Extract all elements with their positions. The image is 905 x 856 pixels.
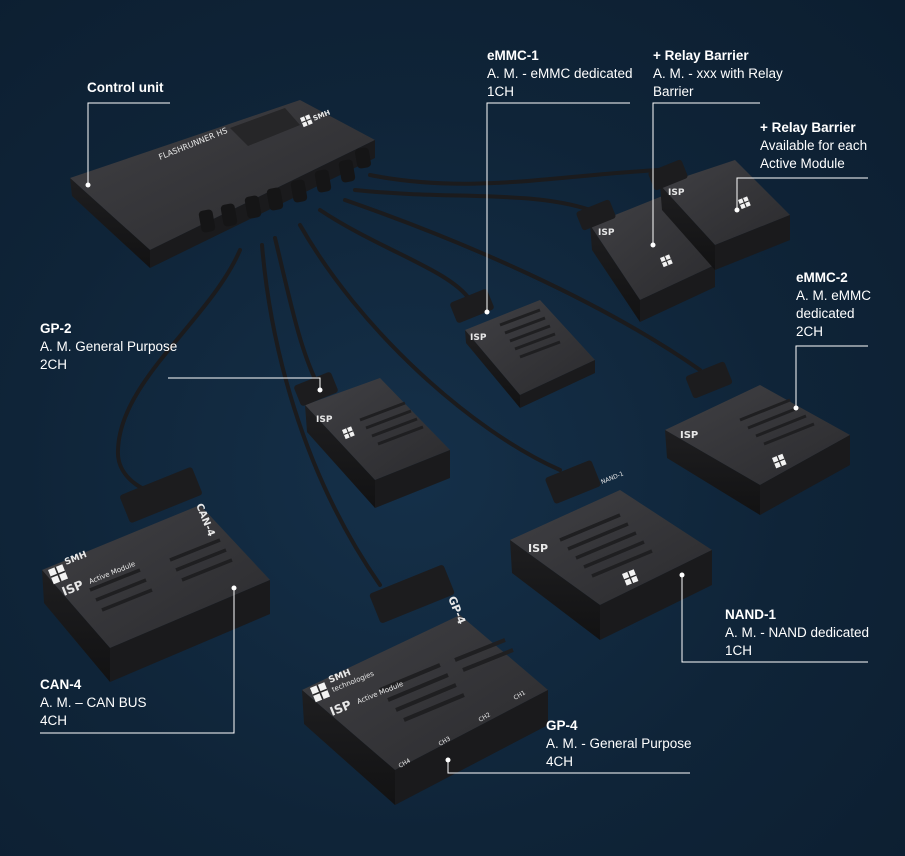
module-gp2: ISP: [294, 372, 450, 508]
relay2-isp-text: ISP: [668, 188, 685, 198]
nand1-isp-text: ISP: [528, 542, 548, 555]
cable-relay1: [353, 188, 592, 212]
label-relay2-desc: Available for each Active Module: [760, 138, 868, 171]
label-relay1: + Relay Barrier A. M. - xxx with Relay B…: [653, 47, 783, 101]
leader-gp2: [168, 377, 321, 390]
label-gp2: GP-2 A. M. General Purpose 2CH: [40, 320, 177, 374]
label-relay1-desc: A. M. - xxx with Relay Barrier: [653, 66, 783, 99]
cable-emmc1: [318, 208, 472, 302]
cable-gp2: [273, 236, 320, 387]
module-emmc1: ISP: [450, 289, 595, 408]
gp2-isp-text: ISP: [316, 415, 333, 425]
label-emmc2: eMMC-2 A. M. eMMC dedicated 2CH: [796, 269, 871, 341]
cable-emmc2: [343, 198, 702, 372]
cable-relay2: [368, 168, 662, 186]
leader-gp4: [447, 760, 690, 774]
leader-relay2: [736, 177, 868, 210]
module-relay2: ISP: [648, 159, 790, 270]
label-nand1-title: NAND-1: [725, 607, 777, 622]
module-nand1: ISP NAND-1: [510, 460, 712, 640]
label-emmc2-title: eMMC-2: [796, 270, 848, 285]
label-nand1: NAND-1 A. M. - NAND dedicated 1CH: [725, 606, 869, 660]
cable-gp4: [260, 243, 382, 587]
leader-control: [87, 102, 170, 185]
leader-relay1: [652, 102, 760, 245]
label-nand1-desc: A. M. - NAND dedicated 1CH: [725, 625, 870, 658]
leader-emmc1: [486, 102, 630, 312]
leader-emmc2: [795, 345, 868, 408]
control-unit: FLASHRUNNER HS SMH: [70, 100, 375, 268]
label-can4-desc: A. M. – CAN BUS 4CH: [40, 695, 147, 728]
leader-lines: [40, 102, 868, 774]
label-emmc1-title: eMMC-1: [487, 48, 539, 63]
label-gp2-desc: A. M. General Purpose 2CH: [40, 339, 178, 372]
label-gp2-title: GP-2: [40, 321, 72, 336]
label-can4-title: CAN-4: [40, 677, 82, 692]
leader-nand1: [681, 575, 868, 663]
label-gp4-title: GP-4: [546, 718, 578, 733]
relay1-isp-text: ISP: [598, 228, 615, 238]
label-relay2-title: + Relay Barrier: [760, 120, 856, 135]
label-emmc1: eMMC-1 A. M. - eMMC dedicated 1CH: [487, 47, 633, 101]
module-can4: CAN-4 SMH ISP Active Module: [42, 467, 270, 682]
label-relay2: + Relay Barrier Available for each Activ…: [760, 119, 867, 173]
cable-nand1: [298, 223, 562, 472]
label-gp4: GP-4 A. M. - General Purpose 4CH: [546, 717, 692, 771]
label-control-unit-title: Control unit: [87, 80, 164, 95]
nand1-tag-text: NAND-1: [600, 470, 625, 485]
label-relay1-title: + Relay Barrier: [653, 48, 749, 63]
leader-can4: [40, 588, 235, 734]
module-gp4: GP-4 SMH technologies ISP Active Module …: [302, 565, 548, 805]
emmc2-isp-text: ISP: [680, 430, 698, 441]
label-gp4-desc: A. M. - General Purpose 4CH: [546, 736, 692, 769]
module-emmc2: ISP: [665, 361, 850, 515]
emmc1-isp-text: ISP: [470, 333, 487, 343]
label-control-unit: Control unit: [87, 79, 163, 97]
label-emmc1-desc: A. M. - eMMC dedicated 1CH: [487, 66, 633, 99]
label-can4: CAN-4 A. M. – CAN BUS 4CH: [40, 676, 147, 730]
label-emmc2-desc: A. M. eMMC dedicated 2CH: [796, 288, 872, 339]
leader-dots: [85, 182, 799, 763]
